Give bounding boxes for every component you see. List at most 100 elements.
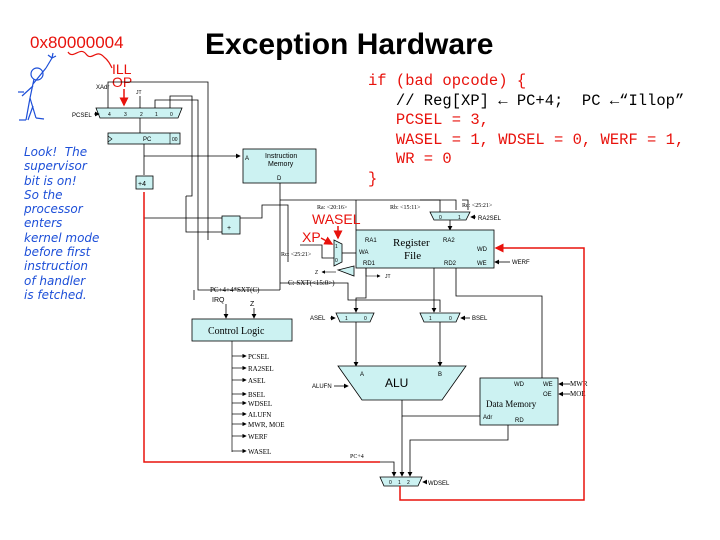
pcmux-in-4: 4	[108, 112, 111, 118]
code-line-2: // Reg[XP] ← PC+4; PC ←“Illop”	[368, 91, 685, 110]
wasel-in-1: 1	[335, 244, 338, 250]
bsel-label: BSEL	[472, 316, 488, 322]
dmem-oe: OE	[543, 392, 552, 398]
rf-wa: WA	[359, 250, 368, 256]
dmem-adr: Adr	[483, 415, 492, 421]
bsel-in-1: 1	[429, 316, 432, 322]
code-line-6: }	[368, 169, 378, 188]
pc4-label: PC+4	[350, 454, 364, 460]
instruction-memory	[242, 148, 317, 184]
control-logic-label: Control Logic	[208, 326, 265, 337]
rf-rd1: RD1	[363, 261, 376, 267]
mwr-label: MWR	[570, 380, 588, 388]
asel-label: ASEL	[310, 316, 326, 322]
jt-label-top: JT	[136, 90, 142, 96]
imem-title-2: Memory	[268, 161, 294, 168]
note-w2: supervisor	[24, 159, 87, 174]
wasel-in-0: 0	[335, 258, 338, 264]
alu-a-port: A	[360, 372, 364, 378]
ra2sel-in-0: 0	[439, 215, 442, 221]
note-w6: enters	[24, 216, 63, 231]
wasel-mux	[333, 239, 343, 267]
wasel-red-label: WASEL	[312, 211, 361, 227]
wdsel-in-0: 0	[389, 480, 392, 486]
pcmux-in-0: 0	[170, 112, 173, 118]
rf-wd: WD	[477, 247, 488, 253]
alufn-label: ALUFN	[312, 384, 332, 390]
z-label: Z	[250, 301, 255, 308]
ra2sel-label: RA2SEL	[478, 216, 502, 222]
pcmux-in-2: 2	[140, 112, 143, 118]
ctl-out-ra2sel: RA2SEL	[248, 365, 274, 373]
note-w0: Look!	[24, 145, 58, 159]
alu-b-port: B	[438, 372, 442, 378]
branch-adder	[221, 215, 241, 235]
dmem-we: WE	[543, 382, 553, 388]
imem-title-1: Instruction	[265, 153, 297, 160]
pcmux-in-1: 1	[155, 112, 158, 118]
rf-rd2: RD2	[444, 261, 457, 267]
reset-address: 0x80000004	[30, 33, 124, 52]
control-output-wires	[231, 341, 247, 454]
pc-mux-input-wires	[107, 81, 280, 291]
code-line-1: if (bad opcode) {	[368, 72, 527, 90]
ctl-out-werf: WERF	[248, 433, 268, 441]
instruction-bus	[279, 183, 469, 290]
rb-field-label: Rb: <15:11>	[390, 205, 421, 211]
branch-adder-plus: +	[227, 225, 231, 232]
code-line-3: PCSEL = 3,	[368, 111, 489, 129]
dmem-title: Data Memory	[486, 399, 537, 409]
asel-in-1: 1	[345, 316, 348, 322]
red-pc4-path	[143, 192, 380, 463]
note-w1: The	[64, 145, 88, 159]
code-line-5: WR = 0	[368, 150, 452, 168]
pc-branch-label: PC+4+4*SXT(C)	[210, 286, 260, 294]
alu-input-wires	[353, 322, 443, 367]
zero-detect	[336, 265, 355, 277]
alu-label: ALU	[385, 376, 408, 390]
note-w5: processor	[24, 202, 83, 217]
rf-we: WE	[477, 261, 487, 267]
rf-ra2: RA2	[443, 238, 455, 244]
xadr-label: XAdr	[96, 85, 109, 91]
asel-in-0: 0	[364, 316, 367, 322]
note-w4: So the	[24, 187, 63, 202]
ctl-out-pcsel: PCSEL	[248, 353, 269, 361]
note-w7: kernel mode	[24, 230, 100, 245]
note-w3: bit is on!	[24, 173, 77, 188]
red-wd-path	[399, 243, 585, 501]
control-logic	[191, 318, 293, 342]
bsel-in-0: 0	[449, 316, 452, 322]
rf-title-1: Register	[393, 237, 430, 249]
address-squiggle	[67, 50, 113, 69]
wdsel-mux	[379, 476, 423, 487]
ill-op-line-1: ILL	[112, 61, 132, 77]
slide-title: Exception Hardware	[205, 28, 494, 61]
note-w8: before first	[24, 245, 91, 260]
asel-mux	[335, 312, 375, 323]
note-w10: of handler	[24, 273, 86, 288]
ra2sel-in-1: 1	[458, 215, 461, 221]
plus4-adder	[135, 175, 154, 190]
moe-label: MOE	[570, 390, 586, 398]
ra-field-label: Ra: <20:16>	[317, 205, 348, 211]
z-small-label: Z	[315, 270, 318, 276]
wdsel-in-1: 1	[398, 480, 401, 486]
wdsel-label: WDSEL	[428, 481, 450, 487]
alu-output-wires	[399, 400, 509, 477]
pc-reg-tag: 00	[172, 137, 178, 143]
jt-small-label: JT	[385, 274, 391, 280]
data-memory	[479, 377, 559, 426]
rf-title-2: File	[404, 250, 421, 262]
werf-label: WERF	[512, 260, 530, 266]
xp-red-label: XP	[302, 229, 321, 245]
ctl-out-alufn: ALUFN	[248, 411, 271, 419]
exception-pseudocode: if (bad opcode) { // Reg[XP] ← PC+4; PC …	[368, 72, 684, 189]
plus4-label: +4	[138, 181, 146, 188]
pc-label: PC	[143, 137, 152, 143]
ctl-out-wdsel: WDSEL	[248, 400, 272, 408]
dmem-wd: WD	[514, 382, 525, 388]
irq-label: IRQ	[212, 297, 225, 304]
ctl-out-wasel: WASEL	[248, 448, 271, 456]
